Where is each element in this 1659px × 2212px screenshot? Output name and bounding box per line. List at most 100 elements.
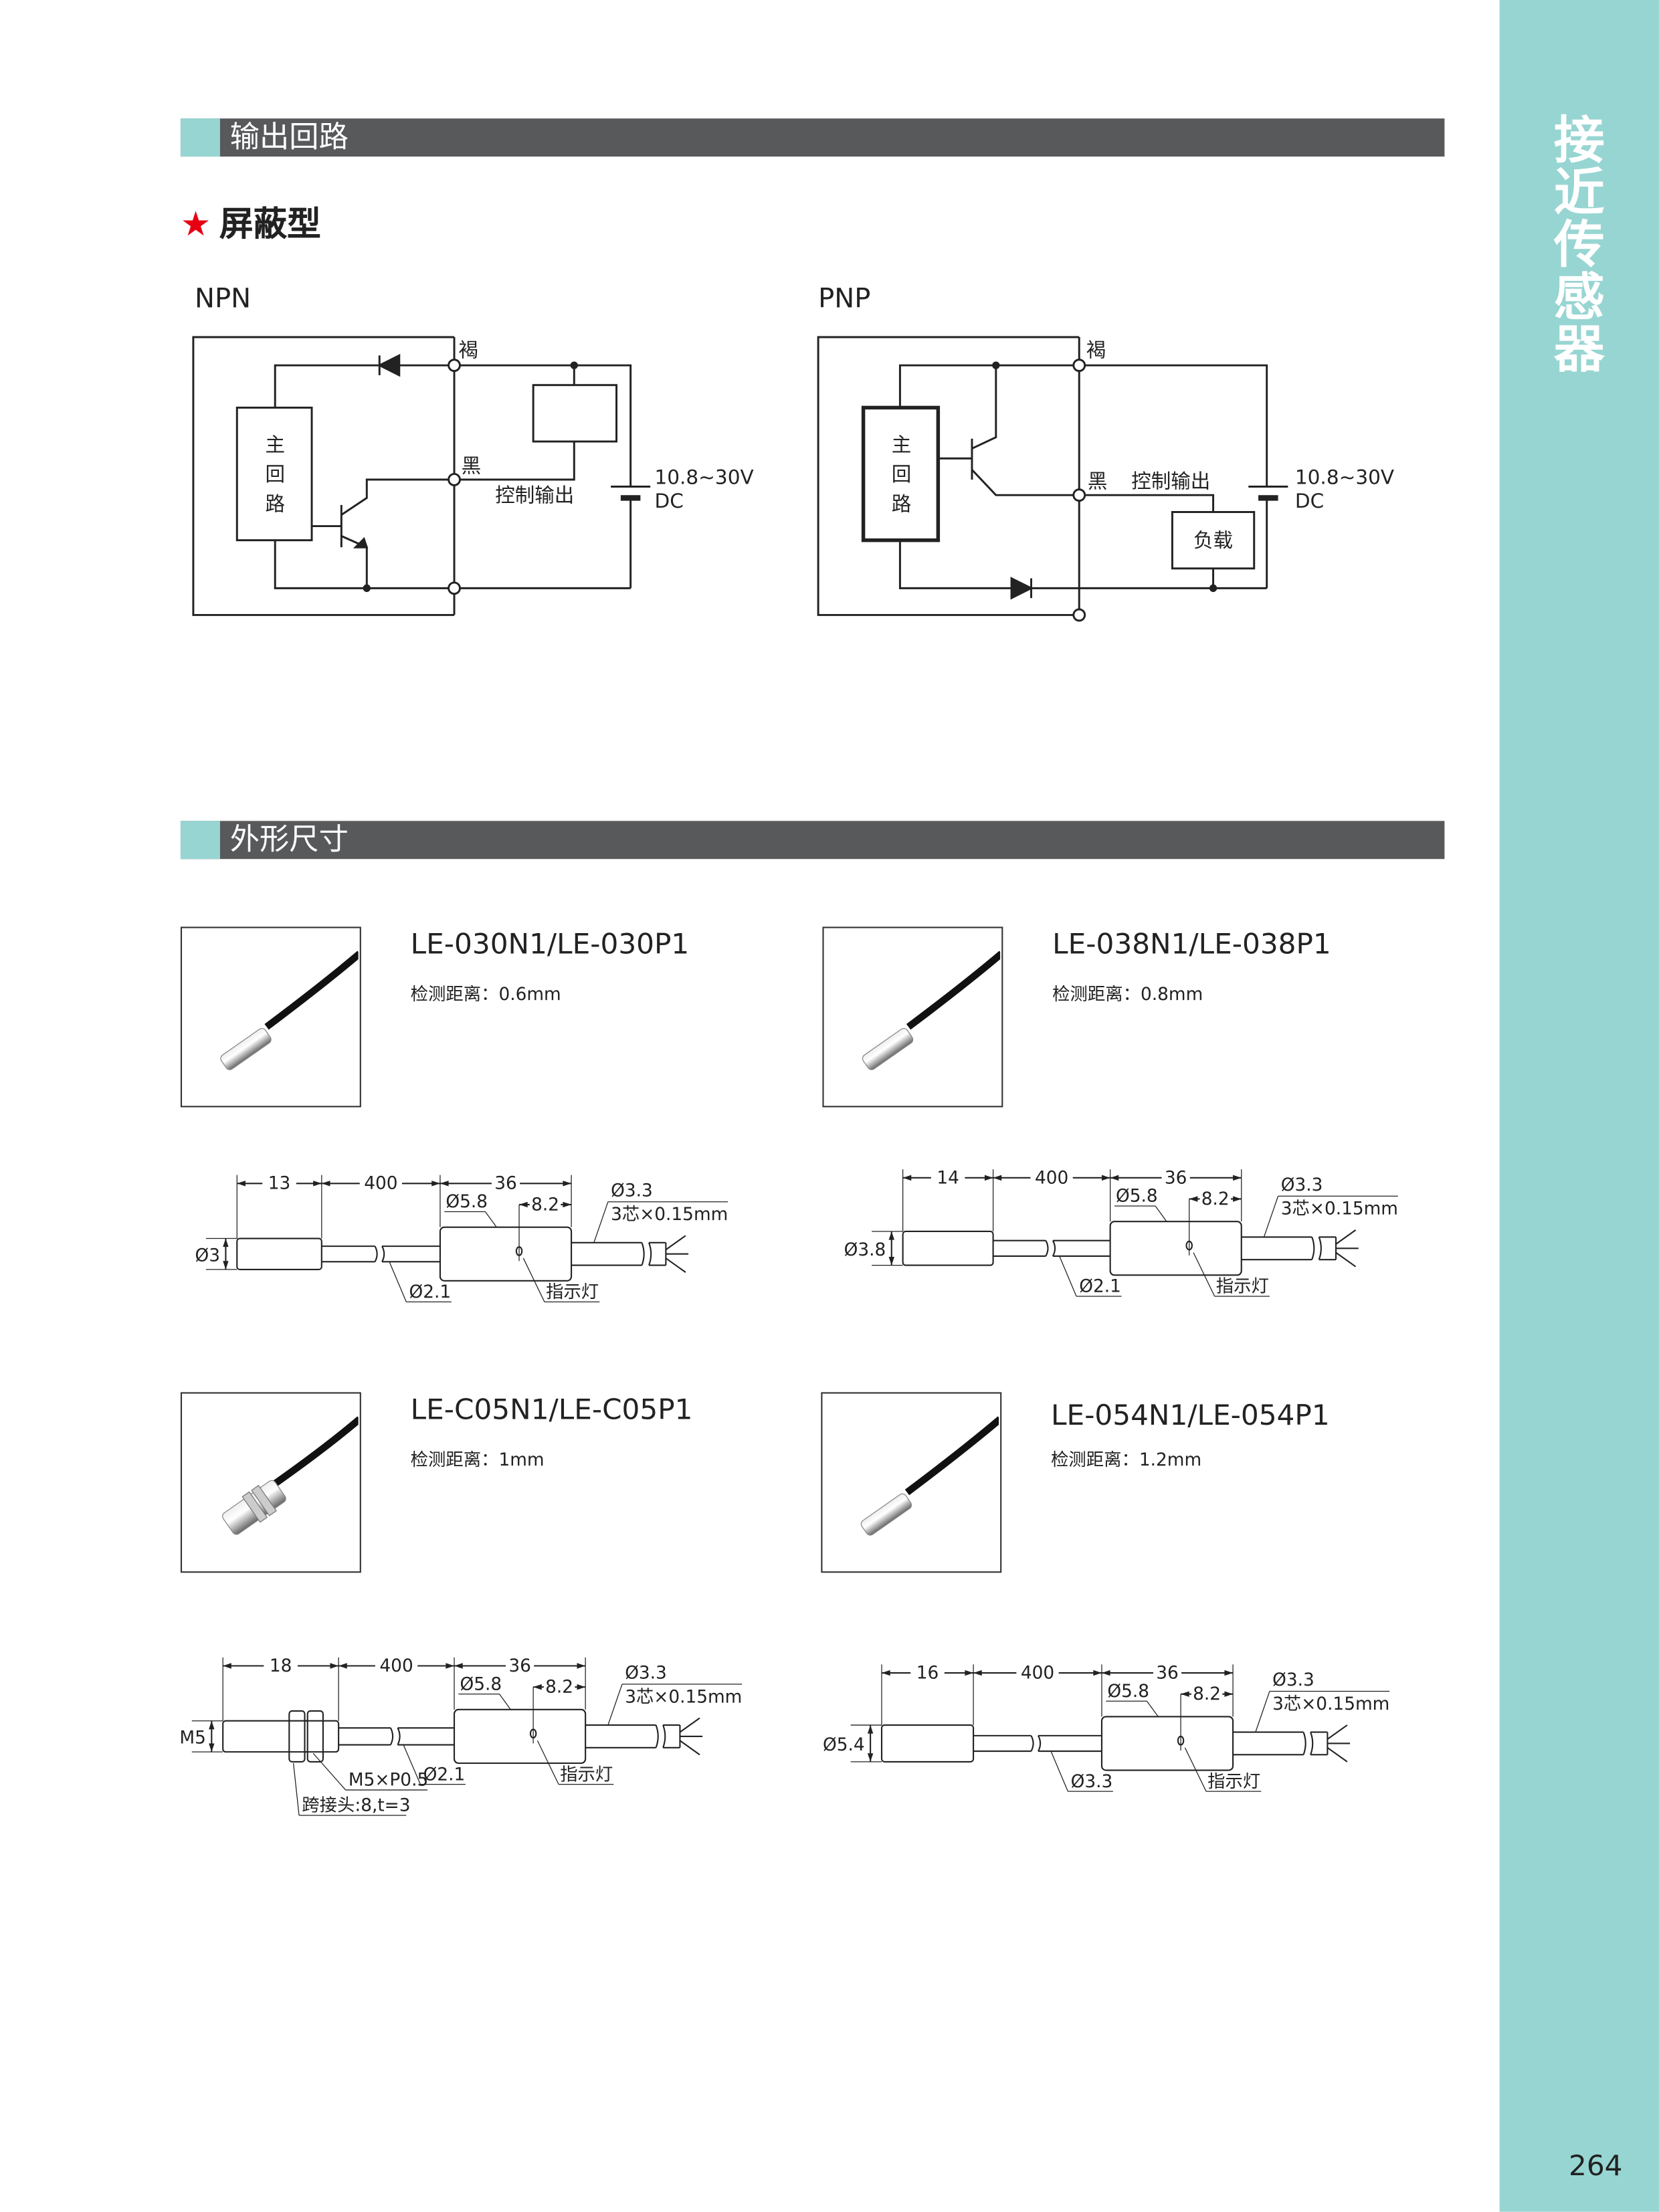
led-position-dim: 8.2	[545, 1678, 573, 1698]
pnp-brown-label: 褐	[1086, 339, 1106, 362]
npn-black-label: 黑	[462, 454, 482, 477]
section-tab	[180, 118, 220, 157]
sidebar-char: 接	[1553, 112, 1605, 171]
subtitle: ★屏蔽型	[181, 196, 321, 245]
cable-diameter-label: Ø3.3	[1272, 1670, 1314, 1690]
head-diameter-label: Ø3.8	[844, 1240, 886, 1260]
pnp-load-label: 负载	[1193, 529, 1233, 552]
body-diameter-label: Ø5.8	[460, 1674, 502, 1694]
head-length-dim: 13	[268, 1174, 291, 1194]
circuit-diagrams: 褐 黑 控制输出 10.8~30V DC 主 回 路	[192, 336, 1394, 622]
head-diameter-label: Ø5.4	[823, 1735, 865, 1755]
head-length-dim: 14	[937, 1168, 959, 1188]
product-spec: 检测距离：1mm	[410, 1448, 545, 1470]
npn-main-circuit-char: 主	[265, 433, 285, 456]
cable-cores-label: 3芯×0.15mm	[611, 1205, 728, 1225]
cable-length-dim: 400	[364, 1174, 397, 1194]
cable-cores-label: 3芯×0.15mm	[1281, 1199, 1398, 1219]
body-diameter-label: Ø5.8	[446, 1192, 488, 1212]
pnp-main-circuit-char: 回	[892, 463, 912, 486]
sensor-photo-icon	[862, 950, 1004, 1070]
cable-cores-label: 3芯×0.15mm	[625, 1687, 742, 1707]
npn-main-circuit-char: 路	[265, 492, 285, 515]
pnp-dc: DC	[1295, 490, 1324, 512]
pnp-voltage: 10.8~30V	[1295, 466, 1394, 488]
body-diameter-label: Ø5.8	[1107, 1682, 1149, 1702]
body-length-dim: 36	[1156, 1663, 1179, 1683]
indicator-led-label: 指示灯	[1207, 1772, 1260, 1792]
indicator-led-label: 指示灯	[560, 1765, 613, 1785]
section-title: 外形尺寸	[229, 822, 349, 857]
pnp-main-circuit-char: 路	[892, 492, 912, 515]
npn-dc: DC	[654, 490, 683, 512]
product-photo	[180, 1392, 363, 1573]
sensor-photo-icon	[860, 1416, 1003, 1536]
head-length-dim: 16	[916, 1663, 939, 1683]
product-spec: 检测距离：0.8mm	[1052, 983, 1203, 1005]
led-position-dim: 8.2	[1193, 1684, 1221, 1704]
npn-output-label: 控制输出	[495, 484, 574, 507]
sidebar-char: 传	[1553, 217, 1605, 276]
sidebar: 接 近 传 感 器 264	[1499, 0, 1659, 2212]
pnp-output-label: 控制输出	[1131, 470, 1210, 493]
product-spec: 检测距离：1.2mm	[1051, 1448, 1202, 1470]
pnp-black-label: 黑	[1088, 470, 1108, 493]
cable-diameter-label: Ø3.3	[611, 1181, 653, 1201]
body-length-dim: 36	[1165, 1168, 1187, 1188]
cable-cores-label: 3芯×0.15mm	[1272, 1694, 1389, 1714]
section-header-dimensions: 外形尺寸	[180, 821, 1445, 860]
npn-brown-label: 褐	[458, 339, 478, 362]
cable-length-dim: 400	[1021, 1663, 1054, 1683]
section-title: 输出回路	[229, 120, 349, 154]
npn-voltage: 10.8~30V	[654, 466, 753, 488]
cable-length-dim: 400	[1035, 1168, 1068, 1188]
sidebar-title: 接 近 传 感 器	[1500, 116, 1659, 377]
section-header-circuit: 输出回路	[180, 118, 1445, 157]
page-number: 264	[1568, 2148, 1623, 2183]
product-model: LE-038N1/LE-038P1	[1052, 926, 1331, 961]
product-photo	[821, 1392, 1003, 1573]
product-model: LE-054N1/LE-054P1	[1051, 1397, 1330, 1432]
led-position-dim: 8.2	[531, 1195, 559, 1215]
section-tab	[180, 821, 220, 860]
npn-main-circuit-char: 回	[265, 463, 285, 486]
pnp-label: PNP	[818, 283, 871, 315]
pnp-circuit: 褐 黑 控制输出 负载 10.8~30V DC 主 回 路	[817, 336, 1394, 622]
pnp-main-circuit-char: 主	[892, 433, 912, 456]
nut-spec-label: 跨接头:8,t=3	[302, 1796, 410, 1816]
product-photo	[822, 926, 1004, 1108]
star-icon: ★	[180, 204, 211, 244]
cable-diameter-label: Ø3.3	[625, 1663, 667, 1683]
product-model: LE-C05N1/LE-C05P1	[410, 1392, 693, 1426]
thin-cable-diameter-label: Ø3.3	[1071, 1772, 1113, 1792]
product-model: LE-030N1/LE-030P1	[410, 926, 690, 961]
thin-cable-diameter-label: Ø2.1	[409, 1282, 452, 1302]
indicator-led-label: 指示灯	[1216, 1277, 1269, 1297]
thin-cable-diameter-label: Ø2.1	[423, 1765, 466, 1785]
sidebar-char: 器	[1553, 321, 1605, 380]
npn-label: NPN	[195, 283, 252, 315]
sensor-photo-icon	[221, 1416, 363, 1535]
head-diameter-label: M5	[179, 1728, 206, 1748]
product-spec: 检测距离：0.6mm	[410, 983, 561, 1005]
body-length-dim: 36	[494, 1174, 517, 1194]
cable-diameter-label: Ø3.3	[1281, 1175, 1323, 1195]
body-diameter-label: Ø5.8	[1116, 1187, 1158, 1207]
cable-length-dim: 400	[379, 1656, 413, 1676]
thin-cable-diameter-label: Ø2.1	[1079, 1277, 1121, 1297]
head-diameter-label: Ø3	[195, 1245, 220, 1266]
led-position-dim: 8.2	[1201, 1189, 1230, 1209]
product-photo	[180, 926, 363, 1108]
body-length-dim: 36	[508, 1656, 531, 1676]
indicator-led-label: 指示灯	[546, 1282, 599, 1302]
sidebar-char: 近	[1553, 165, 1605, 223]
npn-circuit: 褐 黑 控制输出 10.8~30V DC 主 回 路	[192, 336, 754, 616]
sensor-photo-icon	[220, 950, 363, 1070]
head-length-dim: 18	[270, 1656, 292, 1676]
thread-spec-label: M5×P0.5	[349, 1771, 428, 1791]
